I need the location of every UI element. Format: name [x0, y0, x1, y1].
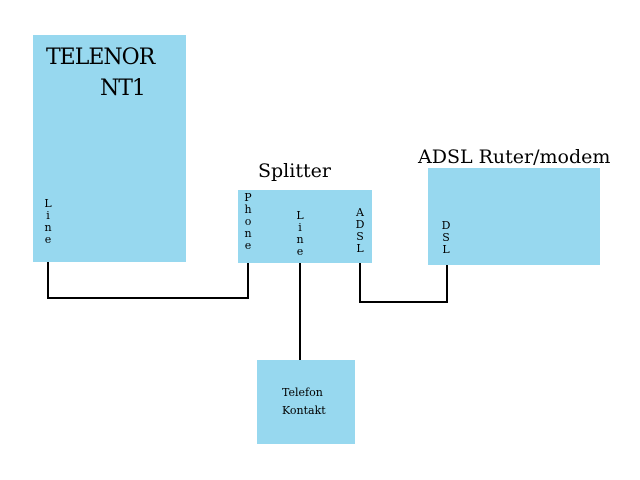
nt1-box [33, 35, 186, 262]
wire-splitter-adsl-to-router-dsl [359, 262, 448, 303]
port-label-letter: S [356, 230, 364, 243]
router-box [428, 168, 600, 265]
port-label-letter: L [356, 242, 364, 255]
port-label-letter: o [244, 215, 252, 228]
router-title: ADSL Ruter/modem [418, 146, 611, 168]
port-label-letter: n [244, 227, 252, 240]
port-label-letter: A [356, 206, 364, 219]
port-label-letter: D [441, 219, 451, 232]
port-label-letter: D [355, 218, 365, 231]
port-label-letter: L [442, 243, 450, 256]
telefon-label-line1: Telefon [282, 386, 323, 399]
port-label-letter: i [298, 221, 302, 234]
port-label-letter: P [244, 191, 252, 204]
port-label-letter: i [46, 209, 50, 222]
port-label-letter: n [44, 221, 52, 234]
port-label-letter: e [296, 245, 304, 258]
port-label-letter: L [44, 197, 52, 210]
port-label-letter: L [296, 209, 304, 222]
splitter-box [238, 190, 372, 263]
nt1-title-line1: TELENOR [46, 45, 155, 70]
telefon-box [257, 360, 355, 444]
splitter-title: Splitter [258, 160, 331, 182]
wire-nt1-to-splitter-phone [47, 262, 249, 299]
telefon-label-line2: Kontakt [282, 404, 326, 417]
port-label-letter: h [244, 203, 252, 216]
nt1-title-line2: NT1 [100, 76, 146, 101]
port-label-letter: S [442, 231, 450, 244]
port-label-letter: e [44, 233, 52, 246]
port-label-letter: n [296, 233, 304, 246]
port-label-letter: e [244, 239, 252, 252]
